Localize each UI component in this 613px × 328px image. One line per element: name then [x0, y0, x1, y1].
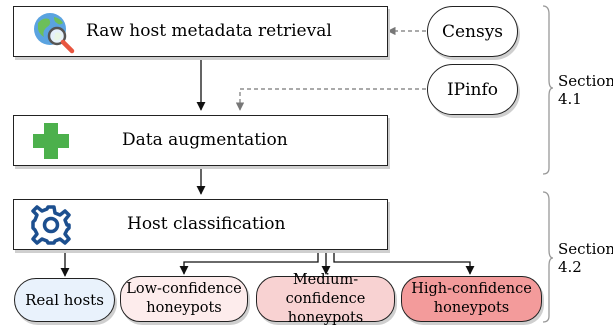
arrow-ipinfo-to-augmentation — [235, 88, 426, 111]
section-4-1-number: 4.1 — [558, 90, 582, 108]
output-low-line-2: honeypots — [146, 300, 222, 316]
gear-icon — [31, 205, 71, 245]
ipinfo-label: IPinfo — [446, 79, 499, 100]
output-low-confidence: Low-confidence honeypots — [120, 276, 248, 322]
section-4-1-label: Section 4.1 — [558, 72, 613, 108]
classification-label: Host classification — [127, 214, 286, 234]
raw-retrieval-box: Raw host metadata retrieval — [13, 6, 388, 57]
augmentation-box: Data augmentation — [13, 115, 388, 166]
output-high-confidence: High-confidence honeypots — [401, 276, 542, 322]
output-low-line-1: Low-confidence — [126, 281, 242, 297]
classification-box: Host classification — [13, 199, 388, 250]
brace-section-4-1 — [542, 5, 554, 175]
output-high-line-1: High-confidence — [411, 281, 532, 297]
section-4-2-number: 4.2 — [558, 258, 582, 276]
output-real-line-1: Real hosts — [25, 290, 104, 309]
arrow-to-high — [333, 251, 475, 275]
output-medium-confidence: Medium-confidence honeypots — [256, 272, 395, 326]
section-4-2-word: Section — [558, 240, 613, 258]
censys-label: Censys — [441, 21, 504, 42]
output-medium-line-1: Medium-confidence — [285, 271, 366, 307]
arrow-to-low — [179, 251, 319, 275]
output-medium-line-2: honeypots — [287, 309, 364, 326]
plus-icon — [33, 123, 69, 159]
output-real-hosts: Real hosts — [14, 278, 115, 322]
raw-retrieval-label: Raw host metadata retrieval — [86, 21, 332, 41]
output-high-line-2: honeypots — [433, 300, 510, 316]
section-4-1-word: Section — [558, 72, 613, 90]
globe-search-icon — [34, 13, 75, 54]
ipinfo-node: IPinfo — [427, 64, 518, 115]
brace-section-4-2 — [542, 191, 554, 323]
augmentation-label: Data augmentation — [122, 130, 288, 150]
censys-node: Censys — [427, 6, 518, 57]
section-4-2-label: Section 4.2 — [558, 240, 613, 276]
